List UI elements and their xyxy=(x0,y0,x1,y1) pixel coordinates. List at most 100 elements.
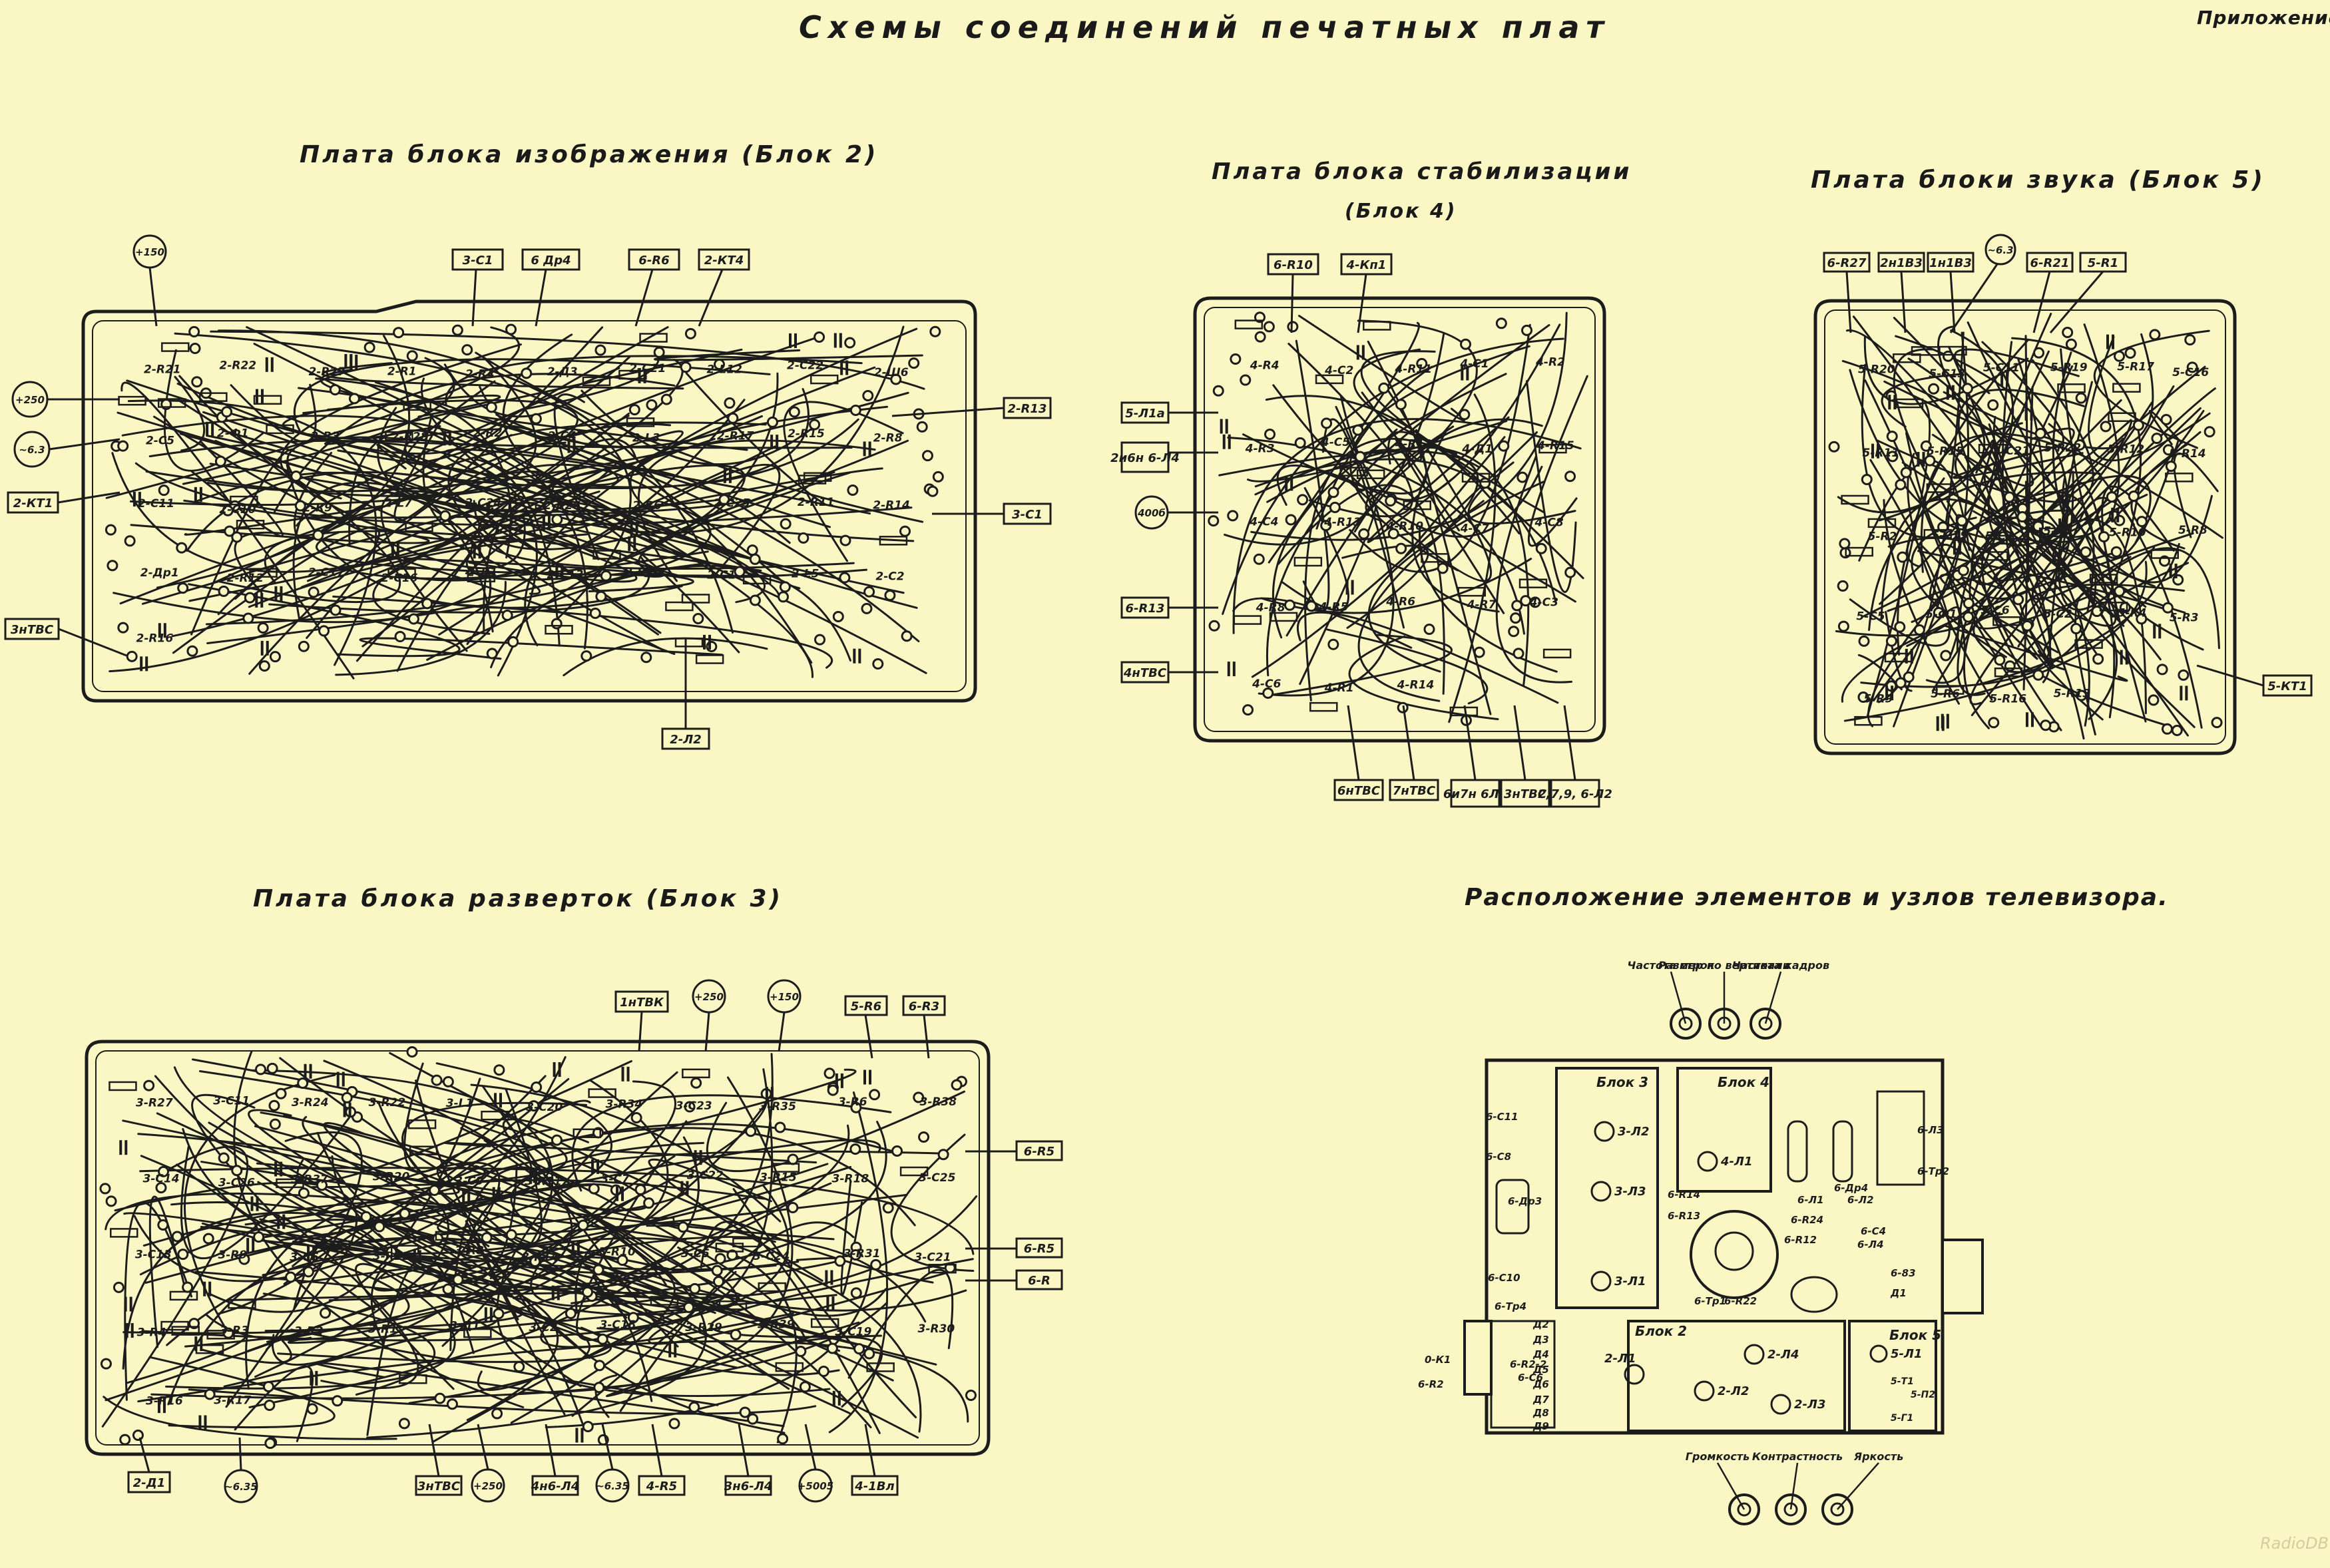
board-scan-title: Плата блока разверток (Блок 3) xyxy=(253,885,783,912)
solder-pad xyxy=(730,1328,742,1340)
resistor-symbol xyxy=(1293,556,1323,567)
resistor-symbol xyxy=(1911,346,1940,356)
component-label: 3-R6 xyxy=(838,1095,867,1109)
solder-pad xyxy=(1903,671,1915,683)
solder-pad xyxy=(2148,694,2160,706)
solder-pad xyxy=(844,337,856,349)
solder-pad xyxy=(2040,719,2052,731)
pcb-trace xyxy=(223,1124,850,1388)
pcb-trace xyxy=(174,375,206,452)
solder-pad xyxy=(2074,439,2086,451)
component-label: 3-R1 xyxy=(368,1323,397,1336)
resistor-symbol xyxy=(508,502,537,512)
solder-pad xyxy=(269,1118,281,1130)
solder-pad xyxy=(1327,638,1339,650)
solder-pad xyxy=(1416,357,1428,369)
pcb-trace xyxy=(638,439,876,582)
crt-neck-symbol xyxy=(1690,1210,1779,1299)
solder-pad xyxy=(680,361,692,373)
pcb-trace xyxy=(1861,363,2132,538)
solder-pad xyxy=(1956,515,1968,527)
chassis-label: 6-С10 xyxy=(1488,1272,1520,1284)
pcb-trace xyxy=(200,1340,292,1364)
component-label: 3-R2 xyxy=(294,1324,324,1338)
pcb-trace xyxy=(1250,311,1568,541)
resistor-symbol xyxy=(674,638,704,648)
lead-line xyxy=(804,1424,817,1470)
solder-pad xyxy=(238,1253,250,1265)
resistor-symbol xyxy=(206,1330,235,1340)
resistor-symbol xyxy=(2112,383,2141,393)
resistor-symbol xyxy=(409,1145,438,1155)
solder-pad xyxy=(1942,350,1954,362)
pcb-trace xyxy=(105,326,521,499)
component-label: 3-C23 xyxy=(676,1099,712,1113)
supply-tag-label: +150 xyxy=(770,991,799,1003)
solder-pad xyxy=(224,525,236,537)
pcb-trace xyxy=(474,458,561,647)
solder-pad xyxy=(1262,687,1274,699)
pcb-trace xyxy=(288,1294,837,1344)
component-label: 2-C17 xyxy=(308,566,345,579)
solder-pad xyxy=(1395,542,1407,554)
resistor-symbol xyxy=(1867,518,1897,528)
solder-pad xyxy=(117,440,129,452)
resistor-symbol xyxy=(1935,685,1965,695)
resistor-symbol xyxy=(1269,612,1298,622)
solder-pad xyxy=(1564,566,1576,578)
right-tag-label: 6-R xyxy=(1028,1274,1050,1288)
resistor-symbol xyxy=(157,398,186,408)
component-label: 5-R20 xyxy=(1858,363,1895,376)
solder-pad xyxy=(485,401,497,413)
solder-pad xyxy=(814,634,826,646)
chassis-label: Д5 xyxy=(1532,1364,1549,1376)
component-label: 3-R20 xyxy=(373,1171,410,1184)
solder-pad xyxy=(600,570,612,582)
chassis-label: 6-Л2 xyxy=(1847,1194,1874,1206)
component-label: 5-R3 xyxy=(2170,611,2199,624)
resistor-symbol xyxy=(1421,553,1449,563)
chassis-label: 6-Тр2 xyxy=(1917,1165,1949,1177)
solder-pad xyxy=(2162,444,2174,456)
solder-pad xyxy=(2091,606,2103,618)
solder-pad xyxy=(268,1099,280,1111)
component-label: 5-R9 xyxy=(1863,693,1893,706)
pcb-trace xyxy=(1971,350,2062,586)
resistor-symbol xyxy=(1363,321,1391,331)
solder-pad xyxy=(442,1076,454,1087)
resistor-symbol xyxy=(488,500,517,511)
component-label: 4-R13 xyxy=(1323,516,1361,529)
component-label: 3-R18 xyxy=(832,1173,869,1186)
chassis-label: 6-С11 xyxy=(1486,1111,1518,1123)
pcb-trace xyxy=(1411,428,1500,613)
solder-pad xyxy=(188,325,200,337)
component-label: 5-R5 xyxy=(2043,525,2072,538)
solder-pad xyxy=(718,494,730,506)
solder-pad xyxy=(406,1046,418,1058)
solder-pad xyxy=(493,1064,505,1076)
choke-symbol xyxy=(1495,1179,1530,1235)
resistor-symbol xyxy=(171,1326,200,1336)
chassis-label: 6-Л4 xyxy=(1857,1239,1884,1251)
chassis-side-panel xyxy=(1463,1320,1493,1396)
component-label: 4-C7 xyxy=(1460,522,1489,536)
component-label: 2-C1 xyxy=(707,569,736,582)
component-label: 2-C11 xyxy=(138,497,174,510)
component-label: 3-C9 xyxy=(455,1175,483,1188)
component-label: 2-R26 xyxy=(544,499,581,512)
solder-pad xyxy=(242,612,254,624)
solder-pad xyxy=(1963,611,1975,623)
lamp-symbol xyxy=(1590,1271,1612,1292)
pcb-trace xyxy=(290,1328,719,1406)
solder-pad xyxy=(817,1365,829,1377)
component-label: 5-R16 xyxy=(1989,692,2026,705)
pcb-trace xyxy=(2130,443,2188,550)
pcb-trace xyxy=(571,1094,892,1192)
switch-panel xyxy=(1490,1320,1556,1429)
pcb-trace xyxy=(483,1139,887,1317)
watermark: RadioDB xyxy=(2260,1534,2329,1553)
component-label: 3-R31 xyxy=(843,1247,881,1261)
lead-line xyxy=(864,1014,873,1059)
solder-pad xyxy=(1320,520,1332,532)
right-tag-label: 6-R5 xyxy=(1024,1242,1054,1256)
